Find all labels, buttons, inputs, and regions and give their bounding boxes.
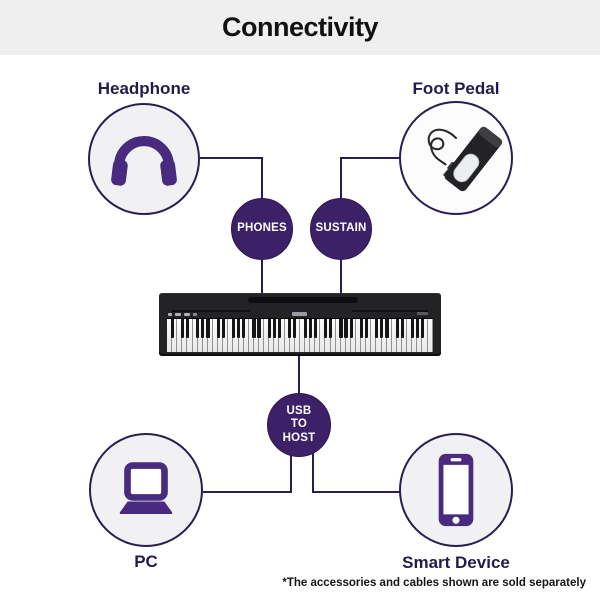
- sustain-port-label: SUSTAIN: [315, 222, 367, 235]
- usb-to-host-port-badge: USB TO HOST: [267, 393, 331, 457]
- page-title: Connectivity: [221, 12, 379, 42]
- phones-port-label: PHONES: [237, 222, 287, 235]
- footnote: *The accessories and cables shown are so…: [282, 577, 586, 589]
- piano-control-button: [184, 313, 190, 316]
- piano-control-button: [175, 313, 181, 316]
- sustain-port-badge: SUSTAIN: [310, 198, 372, 260]
- headphone-node: [88, 103, 200, 215]
- piano-image: [159, 293, 441, 356]
- usb-port-label-line3: HOST: [282, 431, 316, 444]
- usb-port-label-line2: TO: [290, 418, 308, 431]
- foot-pedal-node: [399, 101, 513, 215]
- piano-control-button: [193, 313, 197, 316]
- piano-groove-left: [172, 310, 250, 312]
- headphone-label: Headphone: [97, 79, 191, 98]
- piano-groove-right: [352, 310, 428, 312]
- foot-pedal-image: [427, 126, 503, 192]
- phones-port-badge: PHONES: [231, 198, 293, 260]
- smartphone-icon: [438, 453, 474, 527]
- foot-pedal-label: Foot Pedal: [412, 79, 500, 98]
- piano-control-button: [168, 313, 172, 316]
- smart-device-node: [399, 433, 513, 547]
- headphones-icon: [111, 136, 177, 186]
- pc-node: [89, 433, 203, 547]
- header-band: Connectivity: [0, 0, 600, 55]
- piano-model-mark: [417, 312, 428, 315]
- pc-label: PC: [134, 552, 158, 571]
- piano-keyboard: [167, 318, 433, 352]
- piano-brand-mark: [292, 312, 307, 316]
- usb-port-label-line1: USB: [286, 405, 312, 418]
- piano-speaker-slot: [248, 297, 358, 303]
- smart-device-label: Smart Device: [402, 553, 510, 572]
- laptop-icon: [119, 462, 173, 515]
